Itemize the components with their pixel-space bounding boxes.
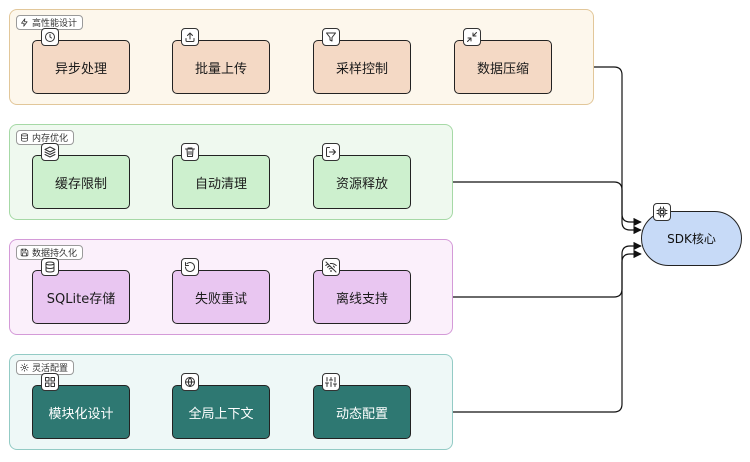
node-label: 异步处理	[54, 61, 107, 77]
node-2-3[interactable]: 资源释放	[313, 143, 411, 209]
layers-icon	[41, 143, 59, 161]
sdk-core-node[interactable]: SDK核心	[641, 203, 742, 266]
sliders-icon	[322, 373, 340, 391]
filter-icon	[322, 28, 340, 46]
node-label: 全局上下文	[188, 406, 254, 422]
node-4-1[interactable]: 模块化设计	[32, 373, 130, 439]
node-3-2[interactable]: 失败重试	[172, 258, 270, 324]
group-title-text: 内存优化	[32, 134, 69, 144]
grid-icon	[41, 373, 59, 391]
node-3-3[interactable]: 离线支持	[313, 258, 411, 324]
gear-icon	[20, 363, 29, 372]
database-icon	[20, 133, 29, 142]
node-label: 动态配置	[335, 406, 388, 422]
arrow-to-core-1	[552, 66, 642, 227]
node-label: 采样控制	[335, 61, 388, 77]
node-2-2[interactable]: 自动清理	[172, 143, 270, 209]
lightning-icon	[20, 18, 29, 27]
node-3-1[interactable]: SQLite存储	[32, 258, 130, 324]
node-label: 失败重试	[194, 291, 247, 307]
node-4-3[interactable]: 动态配置	[313, 373, 411, 439]
arrow-to-core-2	[411, 181, 642, 235]
upload-icon	[181, 28, 199, 46]
node-4-2[interactable]: 全局上下文	[172, 373, 270, 439]
retry-icon	[181, 258, 199, 276]
node-1-2[interactable]: 批量上传	[172, 28, 270, 94]
node-label: SQLite存储	[46, 291, 116, 307]
node-1-1[interactable]: 异步处理	[32, 28, 130, 94]
chip-icon	[653, 203, 671, 221]
save-icon	[20, 248, 29, 257]
wifi-off-icon	[322, 258, 340, 276]
globe-icon	[181, 373, 199, 391]
trash-icon	[181, 143, 199, 161]
group-title-text: 数据持久化	[32, 249, 78, 259]
node-label: 缓存限制	[54, 176, 107, 192]
compress-icon	[463, 28, 481, 46]
node-1-4[interactable]: 数据压缩	[454, 28, 552, 94]
node-2-1[interactable]: 缓存限制	[32, 143, 130, 209]
node-label: 批量上传	[194, 61, 247, 77]
node-label: 数据压缩	[476, 61, 529, 77]
group-title-text: 灵活配置	[32, 364, 69, 374]
node-1-3[interactable]: 采样控制	[313, 28, 411, 94]
node-label: 自动清理	[194, 176, 247, 192]
exit-icon	[322, 143, 340, 161]
group-title-text: 高性能设计	[32, 19, 78, 29]
node-label: 离线支持	[335, 291, 388, 307]
node-label: 模块化设计	[48, 406, 114, 422]
arrow-to-core-4	[411, 249, 642, 413]
database-icon	[41, 258, 59, 276]
clock-icon	[41, 28, 59, 46]
sdk-core-label: SDK核心	[667, 232, 716, 246]
node-label: 资源释放	[335, 176, 388, 192]
